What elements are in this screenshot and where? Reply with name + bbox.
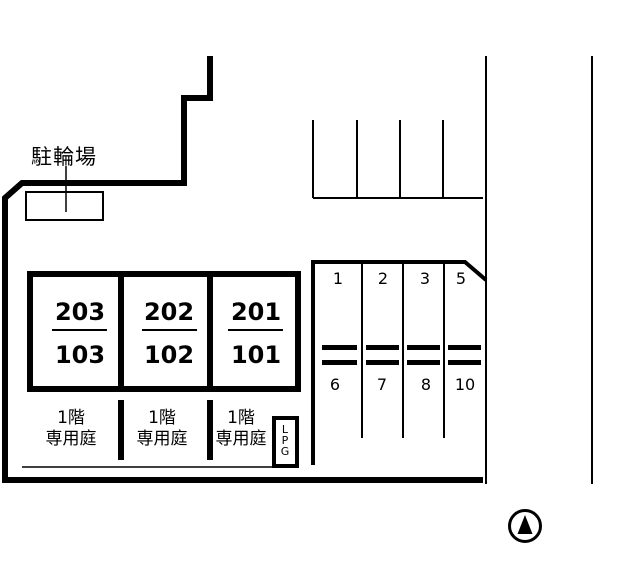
unit-number-lower: 103 — [54, 341, 106, 369]
parking-number: 2 — [377, 269, 389, 288]
private-yard-text: 専用庭 — [215, 429, 267, 449]
private-yard-floor: 1階 — [227, 408, 255, 428]
parking-number: 1 — [332, 269, 344, 288]
private-yard-text: 専用庭 — [45, 429, 97, 449]
parking-number: 5 — [455, 269, 467, 288]
building-outline — [27, 271, 301, 392]
private-yard-label: 1階 専用庭 — [198, 408, 284, 450]
north-arrow-icon — [508, 509, 542, 543]
parking-center-dashes — [322, 345, 481, 365]
lpg-letter: L — [281, 423, 289, 436]
parking-number: 6 — [329, 375, 341, 394]
bicycle-parking-label: 駐輪場 — [31, 145, 97, 169]
parking-number: 8 — [420, 375, 432, 394]
private-yard-label: 1階 専用庭 — [28, 408, 114, 450]
parking-number: 3 — [419, 269, 431, 288]
lpg-box — [272, 416, 299, 468]
unit-number-upper: 202 — [143, 298, 195, 326]
private-yard-label: 1階 専用庭 — [119, 408, 205, 450]
unit-number-upper: 201 — [230, 298, 282, 326]
lower-parking-outline — [311, 260, 488, 465]
property-boundary — [2, 56, 483, 483]
unit-number-lower: 102 — [143, 341, 195, 369]
lpg-label: L P G — [278, 424, 292, 457]
bicycle-parking-rack — [25, 191, 104, 221]
lpg-letter: P — [281, 434, 289, 447]
unit-number-lower: 101 — [230, 341, 282, 369]
private-yard-text: 専用庭 — [136, 429, 188, 449]
private-yard-floor: 1階 — [148, 408, 176, 428]
parking-number: 10 — [454, 375, 476, 394]
parking-number: 7 — [376, 375, 388, 394]
unit-number-upper: 203 — [54, 298, 106, 326]
lpg-letter: G — [280, 445, 290, 458]
private-yard-floor: 1階 — [57, 408, 85, 428]
